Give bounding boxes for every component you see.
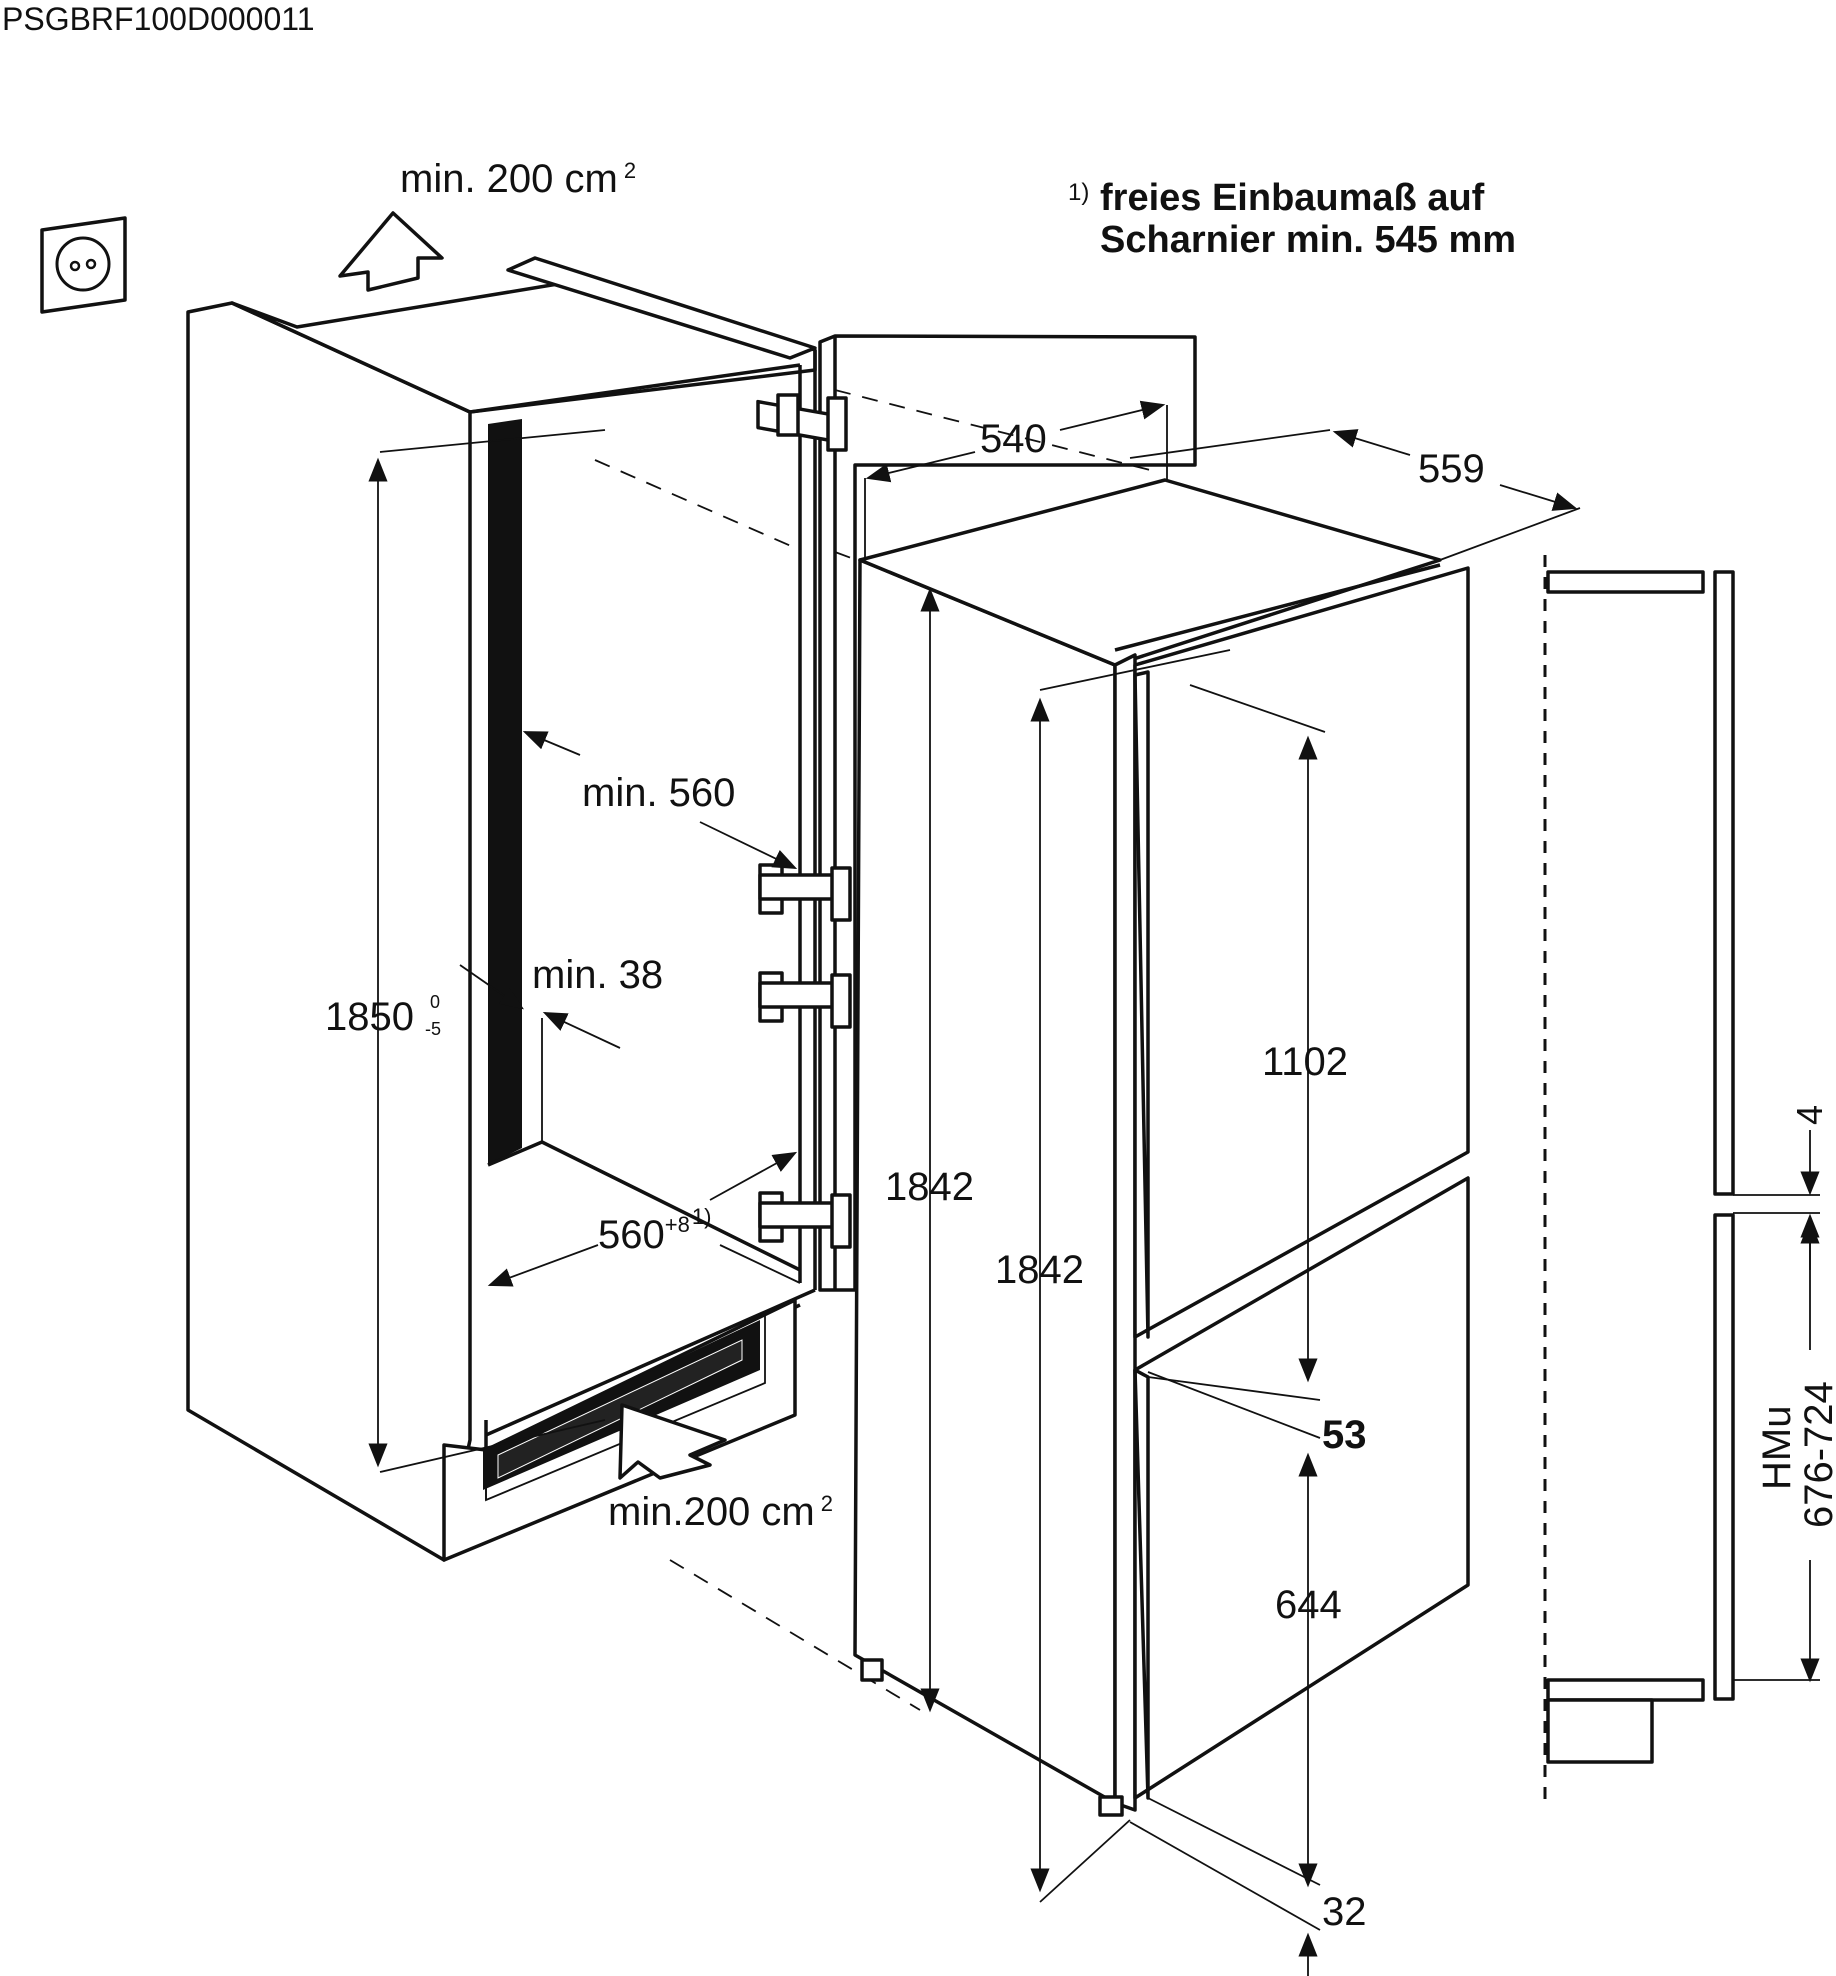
hmu-range: 676-724: [1797, 1381, 1836, 1528]
appliance: [853, 478, 1470, 1817]
product-code: PSGBRF100D000011: [2, 1, 314, 37]
appliance-depth-559: 559: [1418, 447, 1485, 491]
power-socket-icon: [40, 216, 127, 314]
niche-height-tol-lower: -5: [425, 1019, 441, 1039]
appliance-height-side: 1842: [885, 1165, 974, 1209]
niche-min-depth: min. 560: [582, 771, 735, 815]
footnote-marker: 1): [1068, 179, 1089, 206]
niche-height: 1850: [325, 995, 414, 1039]
lower-door-height: 644: [1275, 1583, 1342, 1627]
niche-min-gap: min. 38: [532, 953, 663, 997]
niche-height-tol-upper: 0: [430, 992, 440, 1012]
door-gap: 53: [1322, 1413, 1367, 1457]
niche-width: 560+81): [598, 1204, 711, 1257]
footnote-line1: freies Einbaumaß auf: [1100, 177, 1485, 219]
hinge-middle-1: [758, 863, 852, 922]
appliance-depth-540: 540: [980, 417, 1047, 461]
hinge-top: [756, 393, 848, 452]
footnote-line2: Scharnier min. 545 mm: [1100, 219, 1516, 261]
hmu-label: HMu: [1755, 1406, 1799, 1490]
depth-guide: [594, 459, 801, 551]
furniture-niche: [186, 256, 1197, 1711]
bottom-offset: 32: [1322, 1890, 1367, 1934]
airflow-arrow-icon: [338, 211, 444, 292]
door-gap-4: 4: [1789, 1105, 1830, 1125]
furniture-door-section: [1543, 555, 1735, 1805]
hinge-bottom: [758, 1191, 852, 1249]
airflow-arrow-icon-bottom: [618, 1403, 727, 1480]
upper-door-height: 1102: [1262, 1040, 1348, 1084]
footnote: 1) freies Einbaumaß auf Scharnier min. 5…: [1068, 177, 1516, 261]
appliance-height-front: 1842: [995, 1248, 1084, 1292]
hinge-middle-2: [758, 971, 852, 1029]
